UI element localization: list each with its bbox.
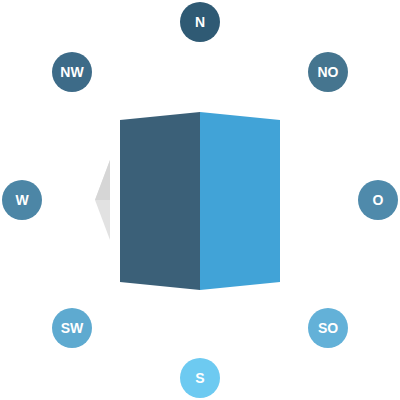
compass-direction-circle: SO bbox=[308, 308, 348, 348]
orientation-pointer-shade bbox=[95, 160, 110, 200]
building-right-face bbox=[200, 112, 280, 290]
compass-direction-circle: W bbox=[2, 180, 42, 220]
compass-direction-circle: SW bbox=[52, 308, 92, 348]
direction-label: NW bbox=[60, 65, 83, 79]
building-left-face bbox=[120, 112, 200, 290]
direction-label: SW bbox=[61, 321, 84, 335]
compass-direction-circle: NO bbox=[308, 52, 348, 92]
direction-label: W bbox=[15, 193, 28, 207]
direction-label: N bbox=[195, 15, 205, 29]
compass-direction-circle: S bbox=[180, 358, 220, 398]
compass-direction-circle: N bbox=[180, 2, 220, 42]
orientation-pointer bbox=[95, 160, 110, 240]
direction-label: S bbox=[195, 371, 204, 385]
compass-direction-circle: NW bbox=[52, 52, 92, 92]
compass-direction-circle: O bbox=[358, 180, 398, 220]
direction-label: O bbox=[373, 193, 384, 207]
direction-label: NO bbox=[318, 65, 339, 79]
direction-label: SO bbox=[318, 321, 338, 335]
